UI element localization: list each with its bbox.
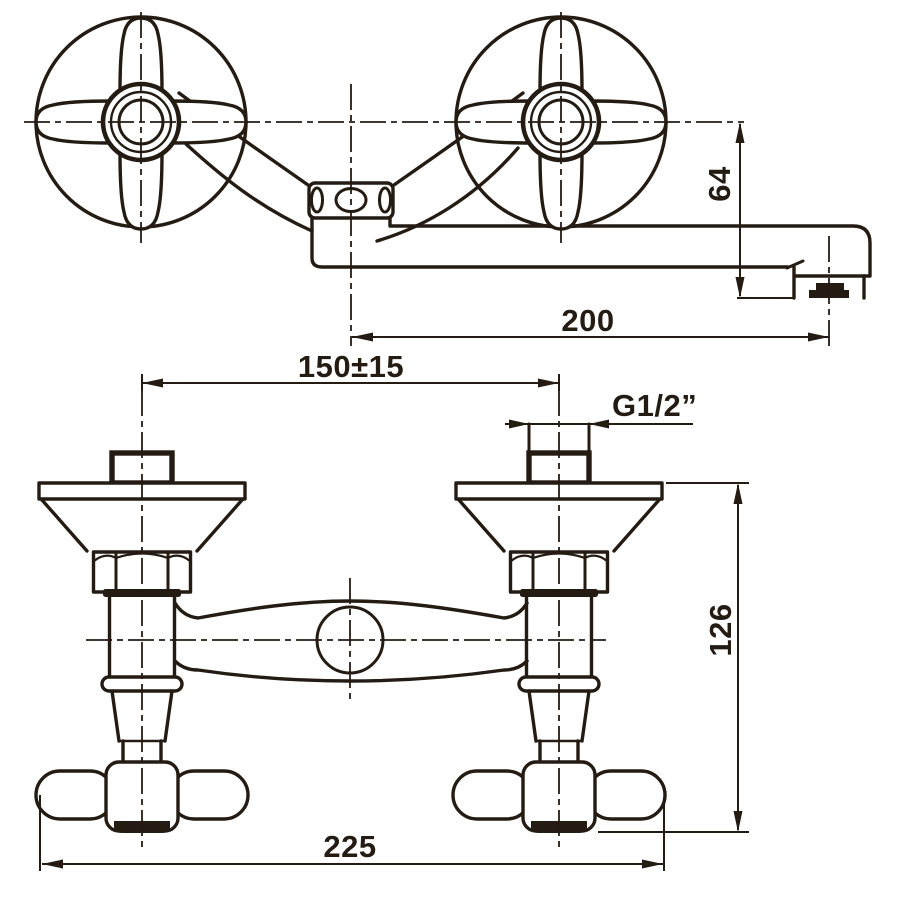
dim-mount-height: 126: [598, 482, 749, 833]
top-view: 64 200: [24, 12, 872, 346]
dim-thread-size: G1/2”: [505, 388, 697, 429]
dim-label-225: 225: [323, 829, 376, 864]
dim-label-200: 200: [561, 303, 614, 338]
right-valve-unit: [453, 390, 665, 852]
dim-label-thread: G1/2”: [612, 388, 697, 423]
dim-label-64: 64: [702, 166, 737, 202]
front-view: 150±15 G1/2” 126 225: [36, 349, 749, 871]
top-view-centerlines: [24, 12, 830, 346]
dim-spout-height: 64: [702, 122, 794, 299]
dim-label-150: 150±15: [298, 349, 404, 384]
spout: [310, 216, 872, 278]
dim-overall-width: 225: [39, 795, 665, 871]
front-view-centerlines: [86, 578, 606, 701]
dim-spout-reach: 200: [352, 303, 829, 342]
dim-inlet-spacing: 150±15: [141, 349, 560, 391]
mixer-body-front: [173, 599, 529, 683]
left-valve-unit: [36, 390, 248, 852]
dim-label-126: 126: [703, 603, 738, 656]
inlet-pipe-stub: [527, 422, 591, 457]
